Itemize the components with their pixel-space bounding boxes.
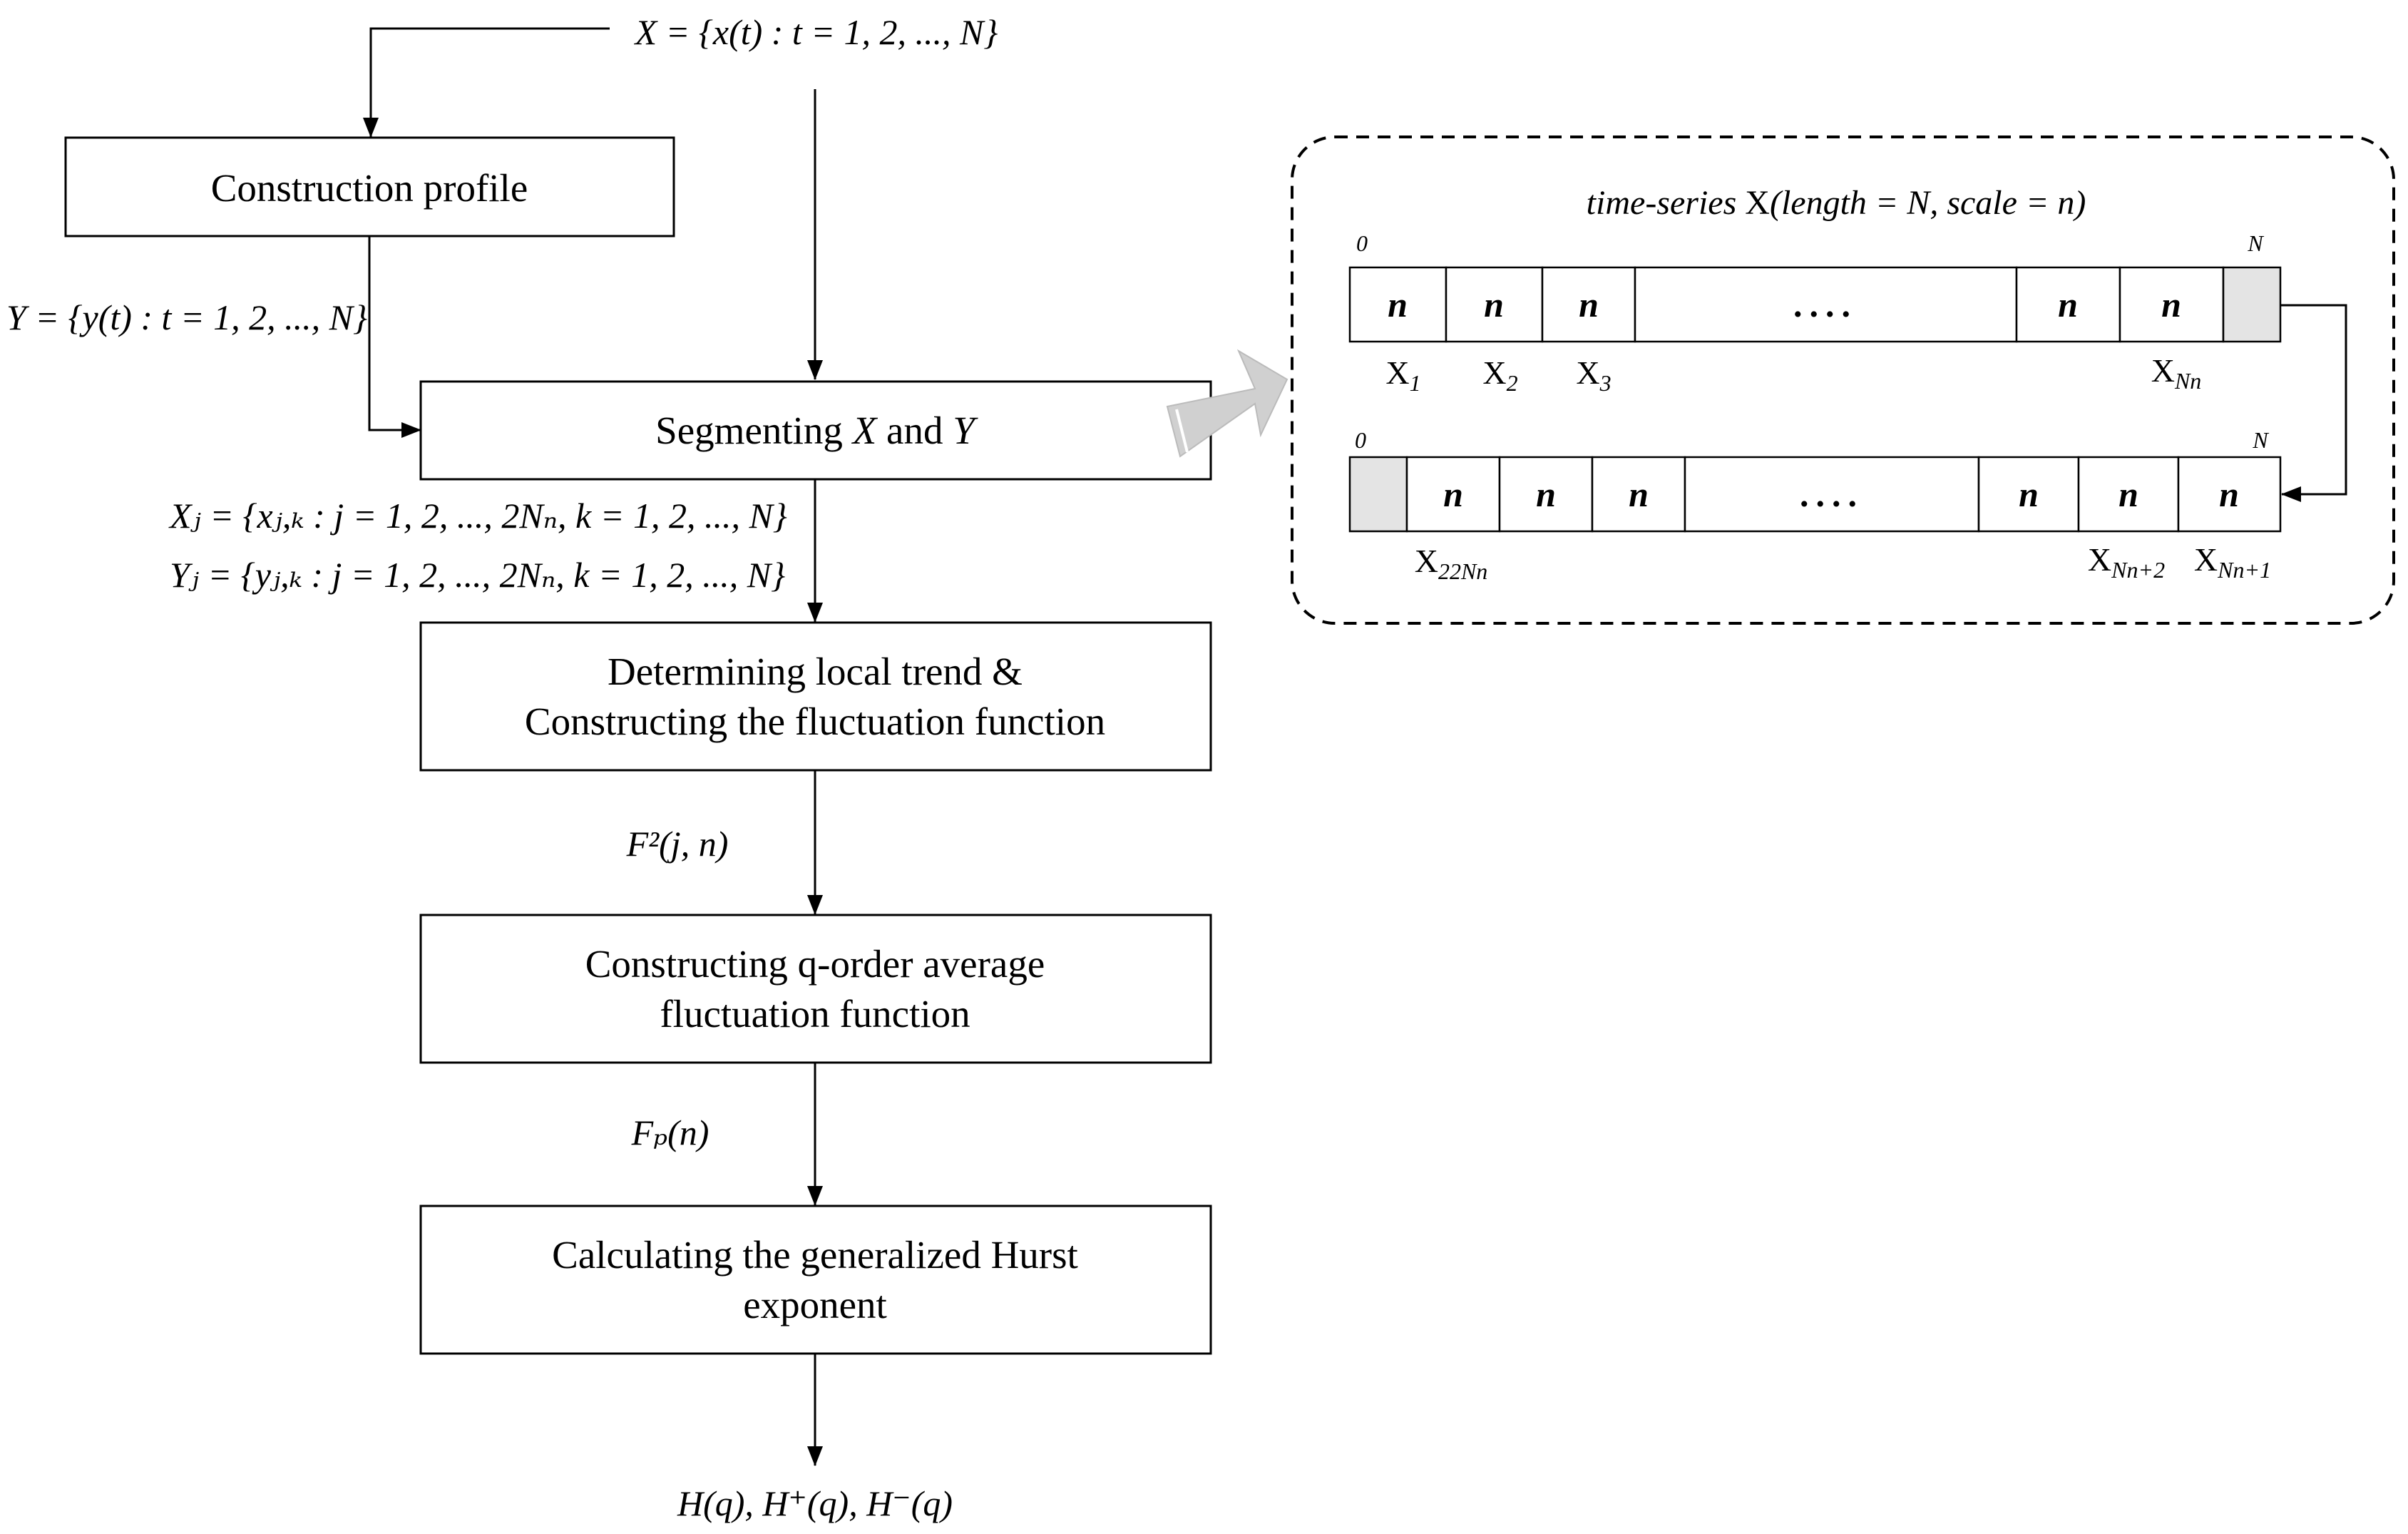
construction-profile-label: Construction profile bbox=[211, 166, 528, 210]
row2-segments: n n n .... n n n bbox=[1348, 456, 2282, 533]
row2-label-xnn2: XNn+2 bbox=[2088, 541, 2165, 583]
q-order-average-label-line1: Constructing q-order average bbox=[585, 942, 1045, 986]
row1-remainder-cell bbox=[2222, 266, 2282, 343]
segment-y-label: Yⱼ = {yⱼ,ₖ : j = 1, 2, ..., 2Nₙ, k = 1, … bbox=[170, 555, 785, 595]
local-trend-label-line1: Determining local trend & bbox=[608, 650, 1023, 693]
q-order-average-label-line2: fluctuation function bbox=[660, 992, 970, 1036]
row2-cell-3-text: n bbox=[1629, 474, 1649, 514]
row2-cell-2 bbox=[1498, 456, 1594, 533]
row2-end-label: N bbox=[2252, 427, 2269, 453]
hurst-output-label: H(q), H⁺(q), H⁻(q) bbox=[677, 1483, 953, 1523]
row2-cell-6-text: n bbox=[2219, 474, 2239, 514]
row2-ellipsis-cell bbox=[1684, 456, 1980, 533]
wrap-around-arrow bbox=[2280, 304, 2347, 502]
arrow-input-to-profile bbox=[363, 27, 610, 138]
q-order-average-box bbox=[419, 914, 1212, 1064]
row2-ellipsis: .... bbox=[1800, 474, 1864, 514]
row2-label-x22nn: X22Nn bbox=[1415, 543, 1488, 584]
segment-x-label: Xⱼ = {xⱼ,ₖ : j = 1, 2, ..., 2Nₙ, k = 1, … bbox=[168, 496, 787, 536]
fluctuation-fq-label: Fₚ(n) bbox=[631, 1113, 709, 1152]
row1-ellipsis-cell bbox=[1634, 266, 2018, 343]
local-trend-box bbox=[419, 621, 1212, 772]
row1-label-x2: X2 bbox=[1482, 354, 1517, 396]
profile-series-label: Y = {y(t) : t = 1, 2, ..., N} bbox=[6, 297, 367, 337]
row1-cell-2 bbox=[1445, 266, 1544, 343]
row1-cell-5 bbox=[2118, 266, 2225, 343]
segmenting-label: Segmenting X and Y bbox=[655, 409, 978, 452]
row2-cell-5 bbox=[2077, 456, 2180, 533]
row1-end-label: N bbox=[2247, 230, 2264, 256]
time-series-panel bbox=[1291, 135, 2395, 625]
row1-cell-4-text: n bbox=[2058, 285, 2078, 324]
fluctuation-f2-label: F²(j, n) bbox=[626, 824, 729, 864]
hurst-exponent-label-line2: exponent bbox=[743, 1283, 887, 1326]
transition-arrow bbox=[1164, 349, 1288, 458]
row2-cell-4-text: n bbox=[2019, 474, 2039, 514]
row2-start-label: 0 bbox=[1355, 427, 1366, 453]
row2-cell-3 bbox=[1591, 456, 1686, 533]
row2-cell-6 bbox=[2177, 456, 2282, 533]
row2-remainder-cell bbox=[1348, 456, 1408, 533]
row1-cell-2-text: n bbox=[1484, 285, 1504, 324]
row2-cell-1-text: n bbox=[1443, 474, 1463, 514]
row1-cell-3-text: n bbox=[1579, 285, 1599, 324]
row1-start-label: 0 bbox=[1356, 230, 1368, 256]
row1-label-x1: X1 bbox=[1385, 354, 1420, 396]
row2-cell-2-text: n bbox=[1536, 474, 1556, 514]
row1-cell-3 bbox=[1541, 266, 1636, 343]
row1-label-x3: X3 bbox=[1576, 354, 1611, 396]
row1-cell-1-text: n bbox=[1388, 285, 1408, 324]
segmenting-box bbox=[419, 380, 1212, 481]
hurst-exponent-label-line1: Calculating the generalized Hurst bbox=[552, 1233, 1078, 1277]
row1-ellipsis: .... bbox=[1793, 285, 1858, 324]
input-series-label: X = {x(t) : t = 1, 2, ..., N} bbox=[634, 12, 998, 52]
row1-segments: n n n .... n n bbox=[1348, 266, 2282, 343]
row2-label-xnn1: XNn+1 bbox=[2194, 541, 2271, 583]
row2-cell-1 bbox=[1405, 456, 1501, 533]
row2-cell-4 bbox=[1977, 456, 2080, 533]
arrow-profile-to-segment bbox=[368, 236, 421, 438]
local-trend-label-line2: Constructing the fluctuation function bbox=[525, 700, 1105, 743]
row1-cell-4 bbox=[2015, 266, 2121, 343]
panel-title: time-series X(length = N, scale = n) bbox=[1587, 184, 2086, 222]
hurst-exponent-box bbox=[419, 1205, 1212, 1355]
row1-label-xnn: XNn bbox=[2151, 352, 2202, 394]
row1-cell-5-text: n bbox=[2161, 285, 2181, 324]
row2-cell-5-text: n bbox=[2118, 474, 2138, 514]
